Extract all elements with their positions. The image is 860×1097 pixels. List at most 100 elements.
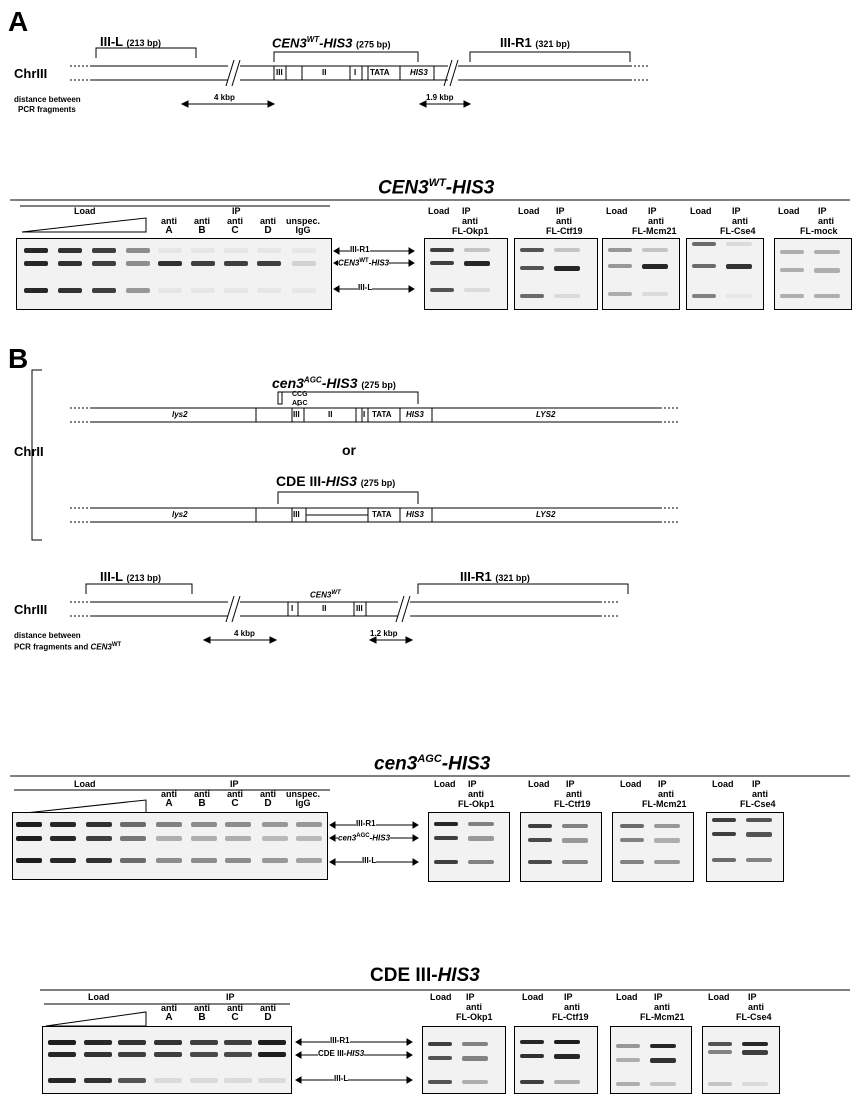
gel1-band: [257, 248, 281, 253]
side-band: [434, 860, 458, 864]
gel3-band: [190, 1040, 218, 1045]
gel3-band: [224, 1078, 252, 1083]
gel2-lane-igg: unspec.IgG: [285, 789, 320, 808]
gel2-band: [50, 836, 76, 841]
cen3wt-label: CEN3WT: [310, 590, 341, 600]
gel3-band: [84, 1040, 112, 1045]
frag-left-b: III-L (213 bp): [100, 569, 162, 584]
side-band: [562, 824, 588, 828]
chr2-label: ChrII: [14, 444, 44, 459]
element-c-i: I: [291, 604, 294, 613]
side-band: [562, 838, 588, 843]
side-band: [468, 836, 494, 841]
gel2-band-r1: III-R1: [356, 819, 376, 828]
gel1-band-l: III-L: [358, 283, 373, 292]
element-cdeiii: III: [276, 68, 283, 77]
side-band: [616, 1044, 640, 1048]
gel1-band: [24, 288, 48, 293]
panel-label-a: A: [8, 6, 29, 37]
side-band: [712, 818, 736, 822]
chr3-label-a: ChrIII: [14, 66, 48, 81]
distance-right-a: 1.9 kbp: [426, 93, 454, 102]
side-band: [528, 824, 552, 828]
gel3-band-mid: CDE III-HIS3: [318, 1049, 365, 1058]
distance-left-a: 4 kbp: [214, 93, 235, 102]
gel2-band: [86, 822, 112, 827]
gel1-band: [24, 261, 48, 266]
side-band: [520, 1040, 544, 1044]
gel3-band: [224, 1040, 252, 1045]
gel3-band: [154, 1052, 182, 1057]
gel3-band: [48, 1078, 76, 1083]
element-b-iii: III: [293, 410, 300, 419]
element-his3: HIS3: [410, 68, 428, 77]
side-band: [692, 294, 716, 298]
gel1-band: [58, 288, 82, 293]
gel2-band: [296, 822, 322, 827]
gel1-band: [92, 261, 116, 266]
gel1-band: [224, 248, 248, 253]
gene-LYS2-1: LYS2: [536, 410, 556, 419]
chr3-label-b: ChrIII: [14, 602, 48, 617]
side-band: [742, 1050, 768, 1055]
gel2-band: [191, 836, 217, 841]
gel1-band: [191, 261, 215, 266]
side-band: [620, 860, 644, 864]
side-band: [780, 250, 804, 254]
gel3-band: [48, 1040, 76, 1045]
or-label: or: [342, 442, 356, 458]
gel2-band: [120, 858, 146, 863]
gel1-load: Load: [74, 206, 96, 216]
side-band: [462, 1080, 488, 1084]
side-band: [462, 1042, 488, 1046]
side-band: [712, 858, 736, 862]
side-band: [692, 264, 716, 268]
side-band: [692, 242, 716, 246]
gel2-band: [191, 822, 217, 827]
side-band: [430, 288, 454, 292]
gel3-band-r1: III-R1: [330, 1036, 350, 1045]
side-band: [520, 266, 544, 270]
gene-lys2-1: lys2: [172, 410, 188, 419]
gel2-band-mid: cen3AGC-HIS3: [338, 833, 391, 843]
gel3-band: [154, 1078, 182, 1083]
gene-lys2-2: lys2: [172, 510, 188, 519]
side-band: [650, 1058, 676, 1063]
frag-right-b: III-R1 (321 bp): [460, 569, 530, 584]
frag-left-a: III-L (213 bp): [100, 34, 162, 49]
gel3-band: [258, 1052, 286, 1057]
gel2-band: [225, 836, 251, 841]
gel2-band: [50, 822, 76, 827]
side-band: [462, 1056, 488, 1061]
side-band: [554, 1080, 580, 1084]
gel2-band: [86, 858, 112, 863]
gel3-title: CDE III-HIS3: [370, 965, 480, 986]
gel2-ip: IP: [230, 779, 239, 789]
gel1-band: [126, 248, 150, 253]
gel2-band: [120, 822, 146, 827]
gel3-band: [118, 1040, 146, 1045]
gel1-band-mid: CEN3WT-HIS3: [338, 258, 390, 268]
element-cde-tata: TATA: [372, 510, 392, 519]
gel2-band: [16, 822, 42, 827]
side-band: [814, 268, 840, 273]
gel1-band: [92, 288, 116, 293]
gel3-band: [84, 1052, 112, 1057]
side-band: [780, 294, 804, 298]
side-band: [726, 242, 752, 246]
side-band: [434, 836, 458, 840]
gel2-band: [50, 858, 76, 863]
gel2-band: [262, 858, 288, 863]
side-band: [608, 248, 632, 252]
gel3-band: [118, 1078, 146, 1083]
gel2-band: [156, 836, 182, 841]
gel1-band: [191, 288, 215, 293]
side-band: [708, 1050, 732, 1054]
gel1-band: [224, 261, 248, 266]
distance-right-b: 1.2 kbp: [370, 629, 398, 638]
